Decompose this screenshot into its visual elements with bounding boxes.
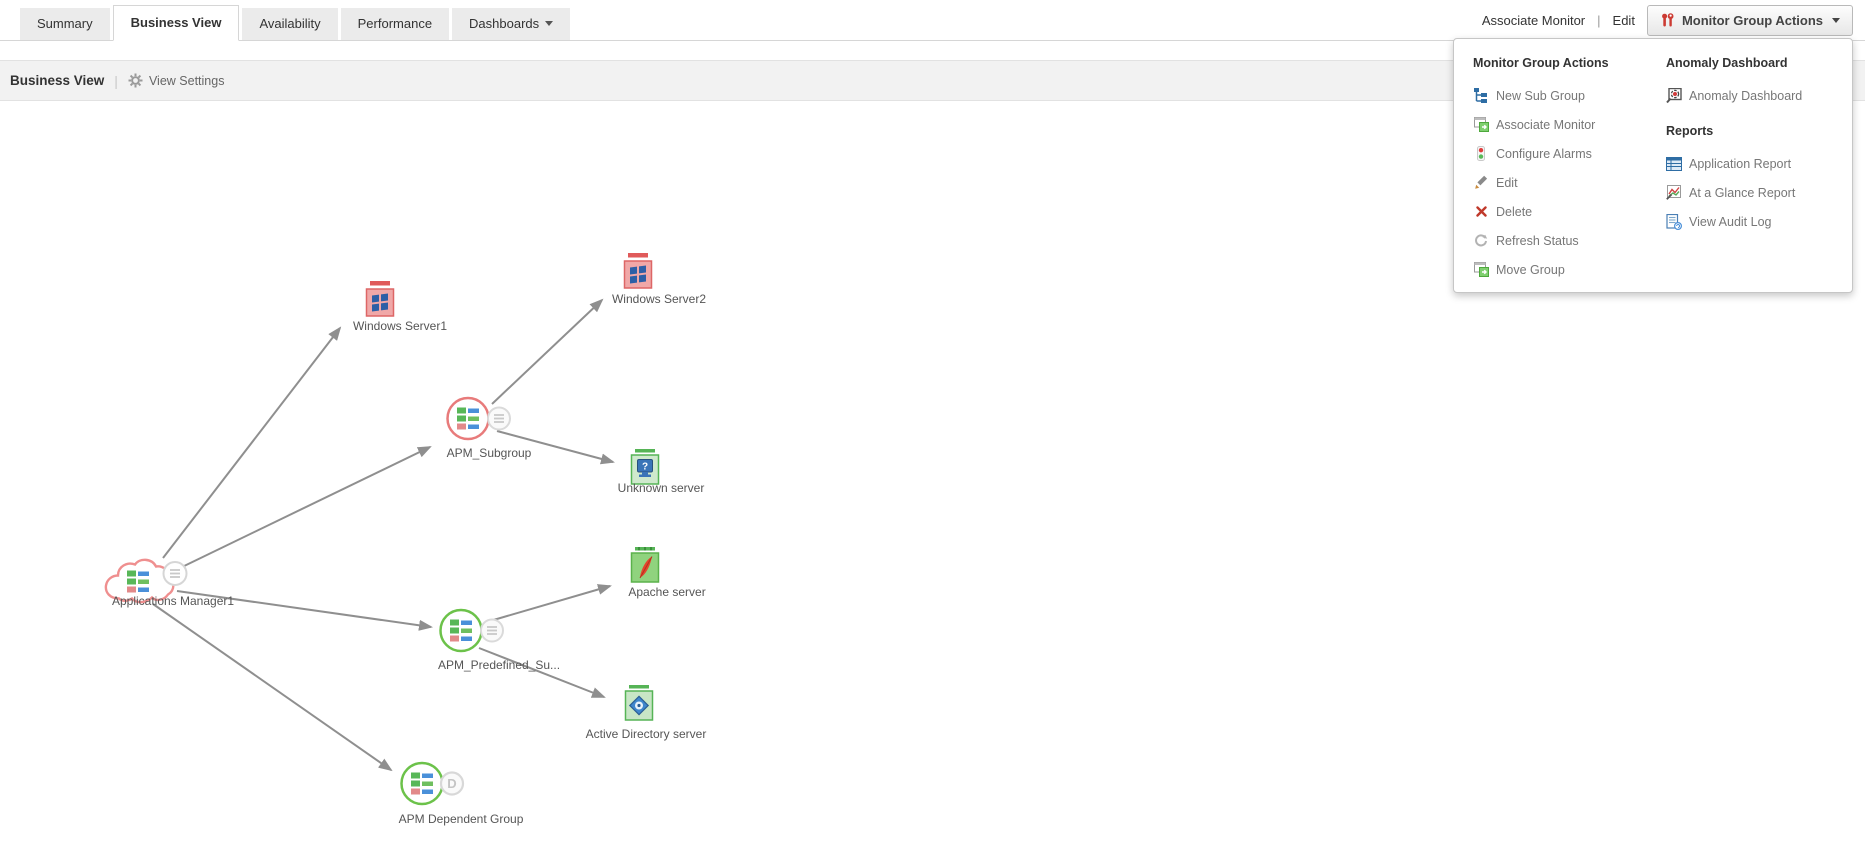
hamburger-badge-icon <box>162 561 188 586</box>
chevron-down-icon <box>545 21 554 26</box>
tab-summary[interactable]: Summary <box>20 8 110 40</box>
node-label: Active Directory server <box>585 727 707 741</box>
apache-server-icon[interactable] <box>628 547 662 589</box>
subgroup-red-ring-icon[interactable] <box>445 395 513 448</box>
windows-server-icon[interactable] <box>621 253 655 295</box>
tab-availability[interactable]: Availability <box>242 8 338 40</box>
menu-column-actions: Monitor Group Actions New Sub Group <box>1473 54 1666 292</box>
associate-monitor-link[interactable]: Associate Monitor <box>1481 13 1586 28</box>
node-label: APM_Subgroup <box>446 446 532 460</box>
menu-item-associate-monitor[interactable]: Associate Monitor <box>1473 110 1666 139</box>
refresh-icon <box>1473 233 1489 249</box>
delete-x-icon <box>1473 204 1489 220</box>
gear-icon <box>128 73 144 89</box>
move-group-icon <box>1473 262 1489 278</box>
page-title: Business View <box>10 73 105 88</box>
menu-item-delete[interactable]: Delete <box>1473 197 1666 226</box>
node-label: APM_Predefined_Su... <box>437 658 561 672</box>
topology-edge <box>179 446 432 569</box>
menu-item-refresh-status[interactable]: Refresh Status <box>1473 226 1666 255</box>
node-label: Windows Server1 <box>352 319 448 333</box>
unknown-server-icon[interactable]: ? <box>628 449 662 491</box>
tab-business-view[interactable]: Business View <box>112 5 240 41</box>
active-directory-server-icon[interactable] <box>622 685 656 727</box>
tab-bar: Summary Business View Availability Perfo… <box>0 0 1865 41</box>
menu-header-anomaly-dashboard: Anomaly Dashboard <box>1666 55 1788 70</box>
topology-edge <box>152 603 393 772</box>
node-label: Applications Manager1 <box>111 594 235 608</box>
svg-text:D: D <box>447 776 456 791</box>
anomaly-dashboard-icon <box>1666 87 1682 104</box>
monitor-group-actions-menu: Monitor Group Actions New Sub Group <box>1453 38 1853 293</box>
monitor-group-actions-label: Monitor Group Actions <box>1681 13 1823 28</box>
new-sub-group-icon <box>1473 88 1489 104</box>
chevron-down-icon <box>1832 18 1840 23</box>
top-action-links: Associate Monitor | Edit Monitor Group A… <box>1482 0 1853 41</box>
menu-item-edit[interactable]: Edit <box>1473 168 1666 197</box>
menu-item-configure-alarms[interactable]: Configure Alarms <box>1473 139 1666 168</box>
tools-icon <box>1660 13 1676 29</box>
configure-alarms-icon <box>1473 146 1489 162</box>
associate-monitor-icon <box>1473 117 1489 133</box>
menu-item-application-report[interactable]: Application Report <box>1666 149 1852 178</box>
hamburger-badge-icon <box>480 618 504 643</box>
monitor-group-actions-button[interactable]: Monitor Group Actions <box>1646 5 1853 36</box>
node-label: Unknown server <box>617 481 705 495</box>
node-label: Windows Server2 <box>611 292 707 306</box>
menu-item-new-sub-group[interactable]: New Sub Group <box>1473 81 1666 110</box>
at-a-glance-report-icon <box>1666 185 1682 201</box>
topology-edge <box>162 326 342 559</box>
header-separator: | <box>114 72 118 89</box>
edit-link[interactable]: Edit <box>1612 13 1635 28</box>
node-label: APM Dependent Group <box>398 812 524 826</box>
menu-column-dashboard-reports: Anomaly Dashboard Anomaly Dashboard Repo… <box>1666 54 1852 292</box>
dependent-badge-icon: D <box>439 771 465 796</box>
edit-pencil-icon <box>1473 175 1489 191</box>
menu-header-reports: Reports <box>1666 123 1714 138</box>
menu-item-at-a-glance-report[interactable]: At a Glance Report <box>1666 178 1852 207</box>
dependent-group-ring-icon[interactable]: D <box>399 760 467 813</box>
topology-edge <box>489 584 612 622</box>
menu-item-view-audit-log[interactable]: View Audit Log <box>1666 207 1852 236</box>
view-settings-label: View Settings <box>148 73 225 88</box>
view-audit-log-icon <box>1666 213 1682 230</box>
windows-server-icon[interactable] <box>363 281 397 323</box>
topology-edge <box>491 298 604 405</box>
subgroup-green-ring-icon[interactable] <box>438 607 506 660</box>
tab-dashboards[interactable]: Dashboards <box>452 8 571 40</box>
svg-text:?: ? <box>642 462 648 473</box>
tab-performance[interactable]: Performance <box>340 8 450 40</box>
menu-item-anomaly-dashboard[interactable]: Anomaly Dashboard <box>1666 81 1852 110</box>
application-report-icon <box>1666 156 1682 172</box>
view-settings-button[interactable]: View Settings <box>128 73 225 89</box>
link-separator: | <box>1597 13 1601 28</box>
menu-header-monitor-group-actions: Monitor Group Actions <box>1473 55 1609 70</box>
node-label: Apache server <box>628 585 706 599</box>
hamburger-badge-icon <box>487 406 511 431</box>
menu-item-move-group[interactable]: Move Group <box>1473 255 1666 284</box>
